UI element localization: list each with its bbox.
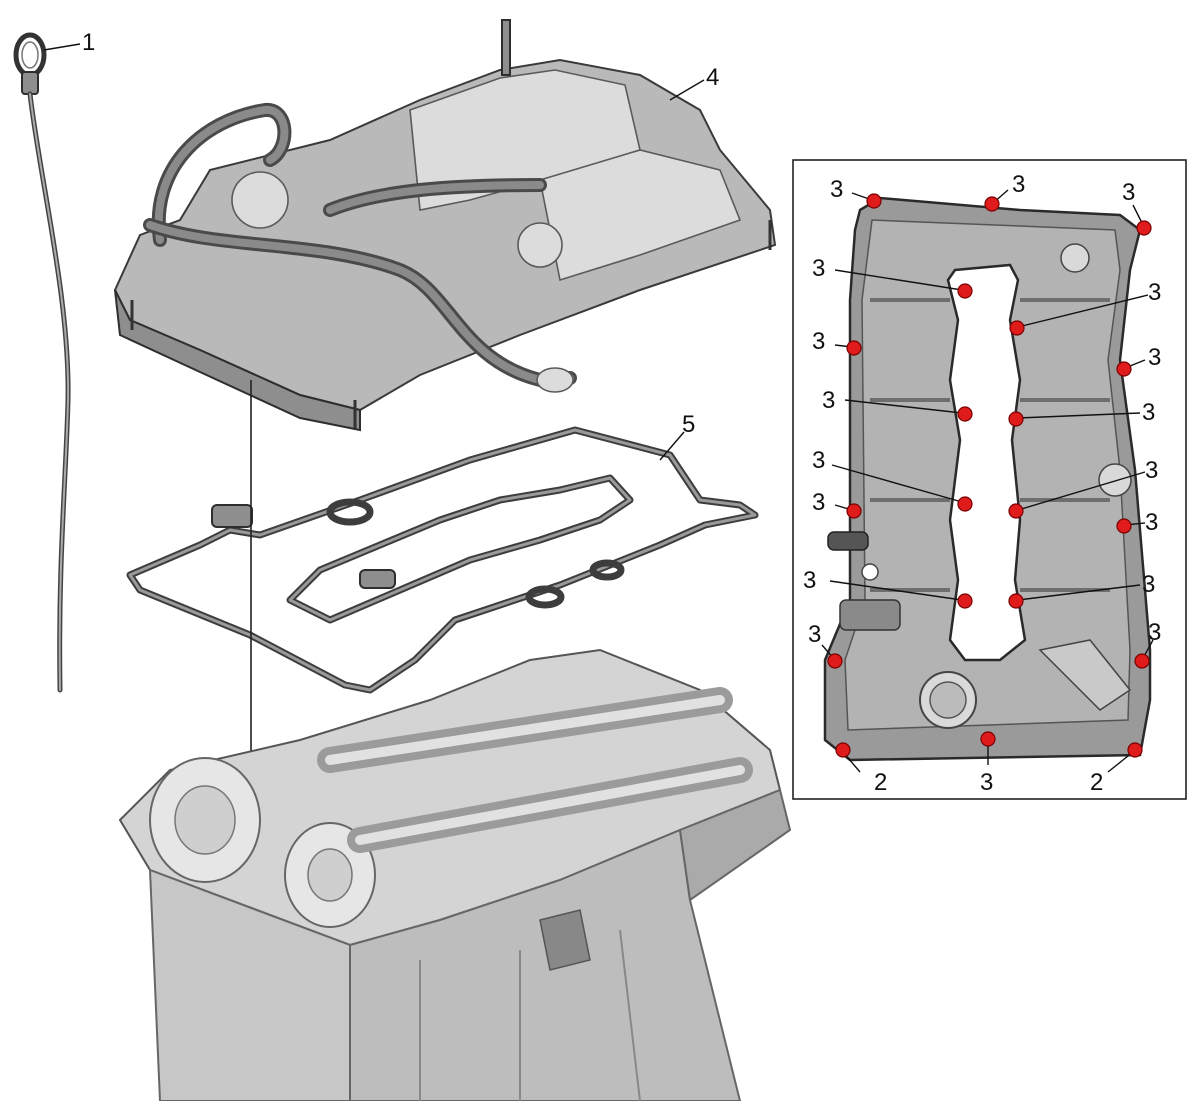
label-b2: 3 (980, 769, 993, 796)
bolt-t3 (1136, 220, 1152, 236)
callout-4: 4 (706, 64, 719, 91)
bolt-r5 (1116, 518, 1132, 534)
leader-1 (43, 43, 81, 51)
bolt-t2 (984, 196, 1000, 212)
label-t2: 3 (1012, 171, 1025, 198)
label-t3: 3 (1122, 179, 1135, 206)
bolt-l3 (957, 406, 973, 422)
leader-4 (669, 79, 705, 101)
label-t1: 3 (830, 176, 843, 203)
detail-inset: 3 3 3 3 3 3 3 3 3 3 3 3 3 3 3 3 3 2 3 2 (792, 159, 1187, 800)
leader-5 (659, 431, 685, 461)
inset-window (946, 263, 1027, 662)
bolt-l1 (957, 283, 973, 299)
bolt-l7 (827, 653, 843, 669)
label-r6: 3 (1142, 571, 1155, 598)
label-r3: 3 (1142, 399, 1155, 426)
label-l5: 3 (812, 489, 825, 516)
bolt-r7 (1134, 653, 1150, 669)
valve-cover-gasket (126, 426, 759, 694)
label-r4: 3 (1145, 457, 1158, 484)
callout-5: 5 (682, 411, 695, 438)
bolt-r1 (1009, 320, 1025, 336)
valve-cover (113, 19, 777, 432)
bolt-r6 (1008, 593, 1024, 609)
bolt-r2 (1116, 361, 1132, 377)
label-l7: 3 (808, 621, 821, 648)
label-r1: 3 (1148, 279, 1161, 306)
bolt-r4 (1008, 503, 1024, 519)
label-r2: 3 (1148, 344, 1161, 371)
label-l6: 3 (803, 567, 816, 594)
label-l4: 3 (812, 447, 825, 474)
callout-1: 1 (82, 29, 95, 56)
bolt-r3 (1008, 411, 1024, 427)
bolt-b1 (835, 742, 851, 758)
bolt-t1 (866, 193, 882, 209)
bolt-b2 (980, 731, 996, 747)
bolt-l5 (846, 503, 862, 519)
dipstick (13, 32, 71, 693)
label-r7: 3 (1148, 619, 1161, 646)
bolt-labels: 3 3 3 3 3 3 3 3 3 3 3 3 3 3 3 3 3 2 3 2 (803, 171, 1161, 796)
label-b1: 2 (874, 769, 887, 796)
bolt-b3 (1127, 742, 1143, 758)
label-r5: 3 (1145, 509, 1158, 536)
label-l3: 3 (822, 387, 835, 414)
cylinder-head (118, 648, 792, 1101)
label-l1: 3 (812, 255, 825, 282)
bolt-markers (827, 193, 1152, 758)
bolt-l4 (957, 496, 973, 512)
bolt-l2 (846, 340, 862, 356)
bolt-l6 (957, 593, 973, 609)
label-b3: 2 (1090, 769, 1103, 796)
label-l2: 3 (812, 328, 825, 355)
